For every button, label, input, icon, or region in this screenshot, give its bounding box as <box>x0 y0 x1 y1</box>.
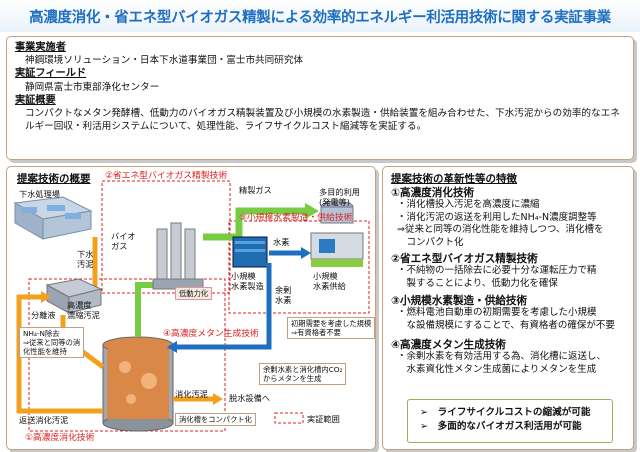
feature-line: コンパクト化 <box>397 236 464 248</box>
dewatering-label: 脱水設備へ <box>229 393 270 403</box>
sewage-plant-icon <box>13 196 93 240</box>
feature-heading: ④高濃度メタン生成技術 <box>391 339 506 351</box>
field-text: 静岡県富士市東部浄化センター <box>25 81 160 93</box>
tech-1-label: ①高濃度消化技術 <box>25 433 95 443</box>
feature-line: ・消化槽投入汚泥を高濃度に濃縮 <box>397 199 540 211</box>
initial-demand-note: 初期需要を考慮した規模 ⇒有資格者不要 <box>287 317 376 339</box>
co2-note: 余剰水素と消化槽内CO₂ からメタンを生成 <box>259 363 347 385</box>
low-power-note: 低動力化 <box>175 287 213 300</box>
diagram-panel: 提案技術の概要 <box>6 166 376 450</box>
power-generator-icon <box>320 200 354 224</box>
summary-text: コンパクトなメタン発酵槽、低動力のバイオガス精製装置及び小規模の水素製造・供給装… <box>25 108 620 133</box>
hydrogen-station-icon <box>310 232 364 267</box>
field-label: 実証フィールド <box>15 68 87 80</box>
overview-box: 事業実施者 神鋼環境ソリューション・日本下水道事業団・富士市共同研究体 実証フィ… <box>6 36 634 160</box>
benefit-item: ➢ 多面的なバイオガス利活用が可能 <box>420 421 582 432</box>
implementer-text: 神鋼環境ソリューション・日本下水道事業団・富士市共同研究体 <box>25 55 304 67</box>
digestion-tank-icon <box>102 336 174 432</box>
thickener-icon <box>45 278 103 314</box>
feature-line: 製することにより、低動力化を確保 <box>397 277 558 289</box>
feature-4: ④高濃度メタン生成技術 ・余剰水素を有効活用する為、消化槽に返送し、 水素資化性… <box>391 339 631 376</box>
uses-label: 多目的利用 (発電等) <box>319 187 360 207</box>
feature-line: ・不純物の一括除去に必要十分な運転圧力で精 <box>397 265 597 277</box>
feature-1: ①高濃度消化技術 ・消化槽投入汚泥を高濃度に濃縮 ・消化汚泥の返送を利用したNH… <box>391 187 631 249</box>
biogas-label: バイオ ガス <box>111 231 136 251</box>
legend-label: 実証範囲 <box>307 414 340 424</box>
separation-label: 分離液 <box>31 310 56 320</box>
biogas-refiner-icon <box>152 222 204 290</box>
surplus-hydrogen-label: 余剰 水素 <box>275 285 292 305</box>
feature-line: ・燃料電池自動車の初期需要を考慮した小規模 <box>397 307 597 319</box>
summary-label: 実証概要 <box>15 94 56 106</box>
nh4-note: NH₄-N除去 ⇒従来と同等の消 化性能を維持 <box>19 327 85 358</box>
feature-heading: ①高濃度消化技術 <box>391 187 475 199</box>
feature-line: ⇒従来と同等の消化性能を維持しつつ、消化槽を <box>397 224 604 236</box>
hydrogen-label: 水素 <box>273 237 290 247</box>
thickener-label: 高濃度 濃縮汚泥 <box>67 300 100 320</box>
benefit-item: ➢ ライフサイクルコストの縮減が可能 <box>420 407 591 418</box>
feature-line: 水素資化性メタン生成菌によりメタンを生成 <box>397 363 597 375</box>
benefits-box: ➢ ライフサイクルコストの縮減が可能 ➢ 多面的なバイオガス利活用が可能 <box>407 399 613 443</box>
tech-4-label: ④高濃度メタン生成技術 <box>163 329 259 339</box>
feature-line: な設備規模にすることで、有資格者の確保が不要 <box>397 319 615 331</box>
return-label: 返送消化汚泥 <box>19 415 69 425</box>
tech-3-label: ③小規模水素製造・供給技術 <box>239 213 353 223</box>
page-title: 高濃度消化・省エネ型バイオガス精製による効率的エネルギー利活用技術に関する実証事… <box>0 0 640 32</box>
plant-label: 下水処理場 <box>19 189 60 199</box>
refined-gas-label: 精製ガス <box>239 185 272 195</box>
hydrogen-production-icon <box>232 236 268 268</box>
legend-swatch <box>274 412 304 424</box>
hydrogen-scope <box>228 220 370 314</box>
feature-heading: ③小規模水素製造・供給技術 <box>391 295 528 307</box>
features-panel: 提案技術の革新性等の特徴 ①高濃度消化技術 ・消化槽投入汚泥を高濃度に濃縮 ・消… <box>382 166 634 450</box>
h2-supply-label: 小規模 水素供給 <box>313 271 346 291</box>
tech-2-label: ②省エネ型バイオガス精製技術 <box>105 171 228 181</box>
diagram-title: 提案技術の概要 <box>17 173 91 185</box>
features-title: 提案技術の革新性等の特徴 <box>391 173 517 185</box>
feature-line: ・余剰水素を有効活用する為、消化槽に返送し、 <box>397 351 607 363</box>
feature-line: ・消化汚泥の返送を利用したNH₄-N濃度調整等 <box>397 211 597 223</box>
feature-2: ②省エネ型バイオガス精製技術 ・不純物の一括除去に必要十分な運転圧力で精 製する… <box>391 253 631 290</box>
feature-heading: ②省エネ型バイオガス精製技術 <box>391 253 538 265</box>
digested-label: 消化汚泥 <box>175 389 208 399</box>
process-diagram <box>13 180 370 432</box>
h2-production-label: 小規模 水素製造 <box>231 271 264 291</box>
compact-note: 消化槽をコンパクト化 <box>175 413 256 426</box>
sewage-label: 下水 汚泥 <box>77 249 94 269</box>
implementer-label: 事業実施者 <box>15 42 66 53</box>
feature-3: ③小規模水素製造・供給技術 ・燃料電池自動車の初期需要を考慮した小規模 な設備規… <box>391 295 631 332</box>
